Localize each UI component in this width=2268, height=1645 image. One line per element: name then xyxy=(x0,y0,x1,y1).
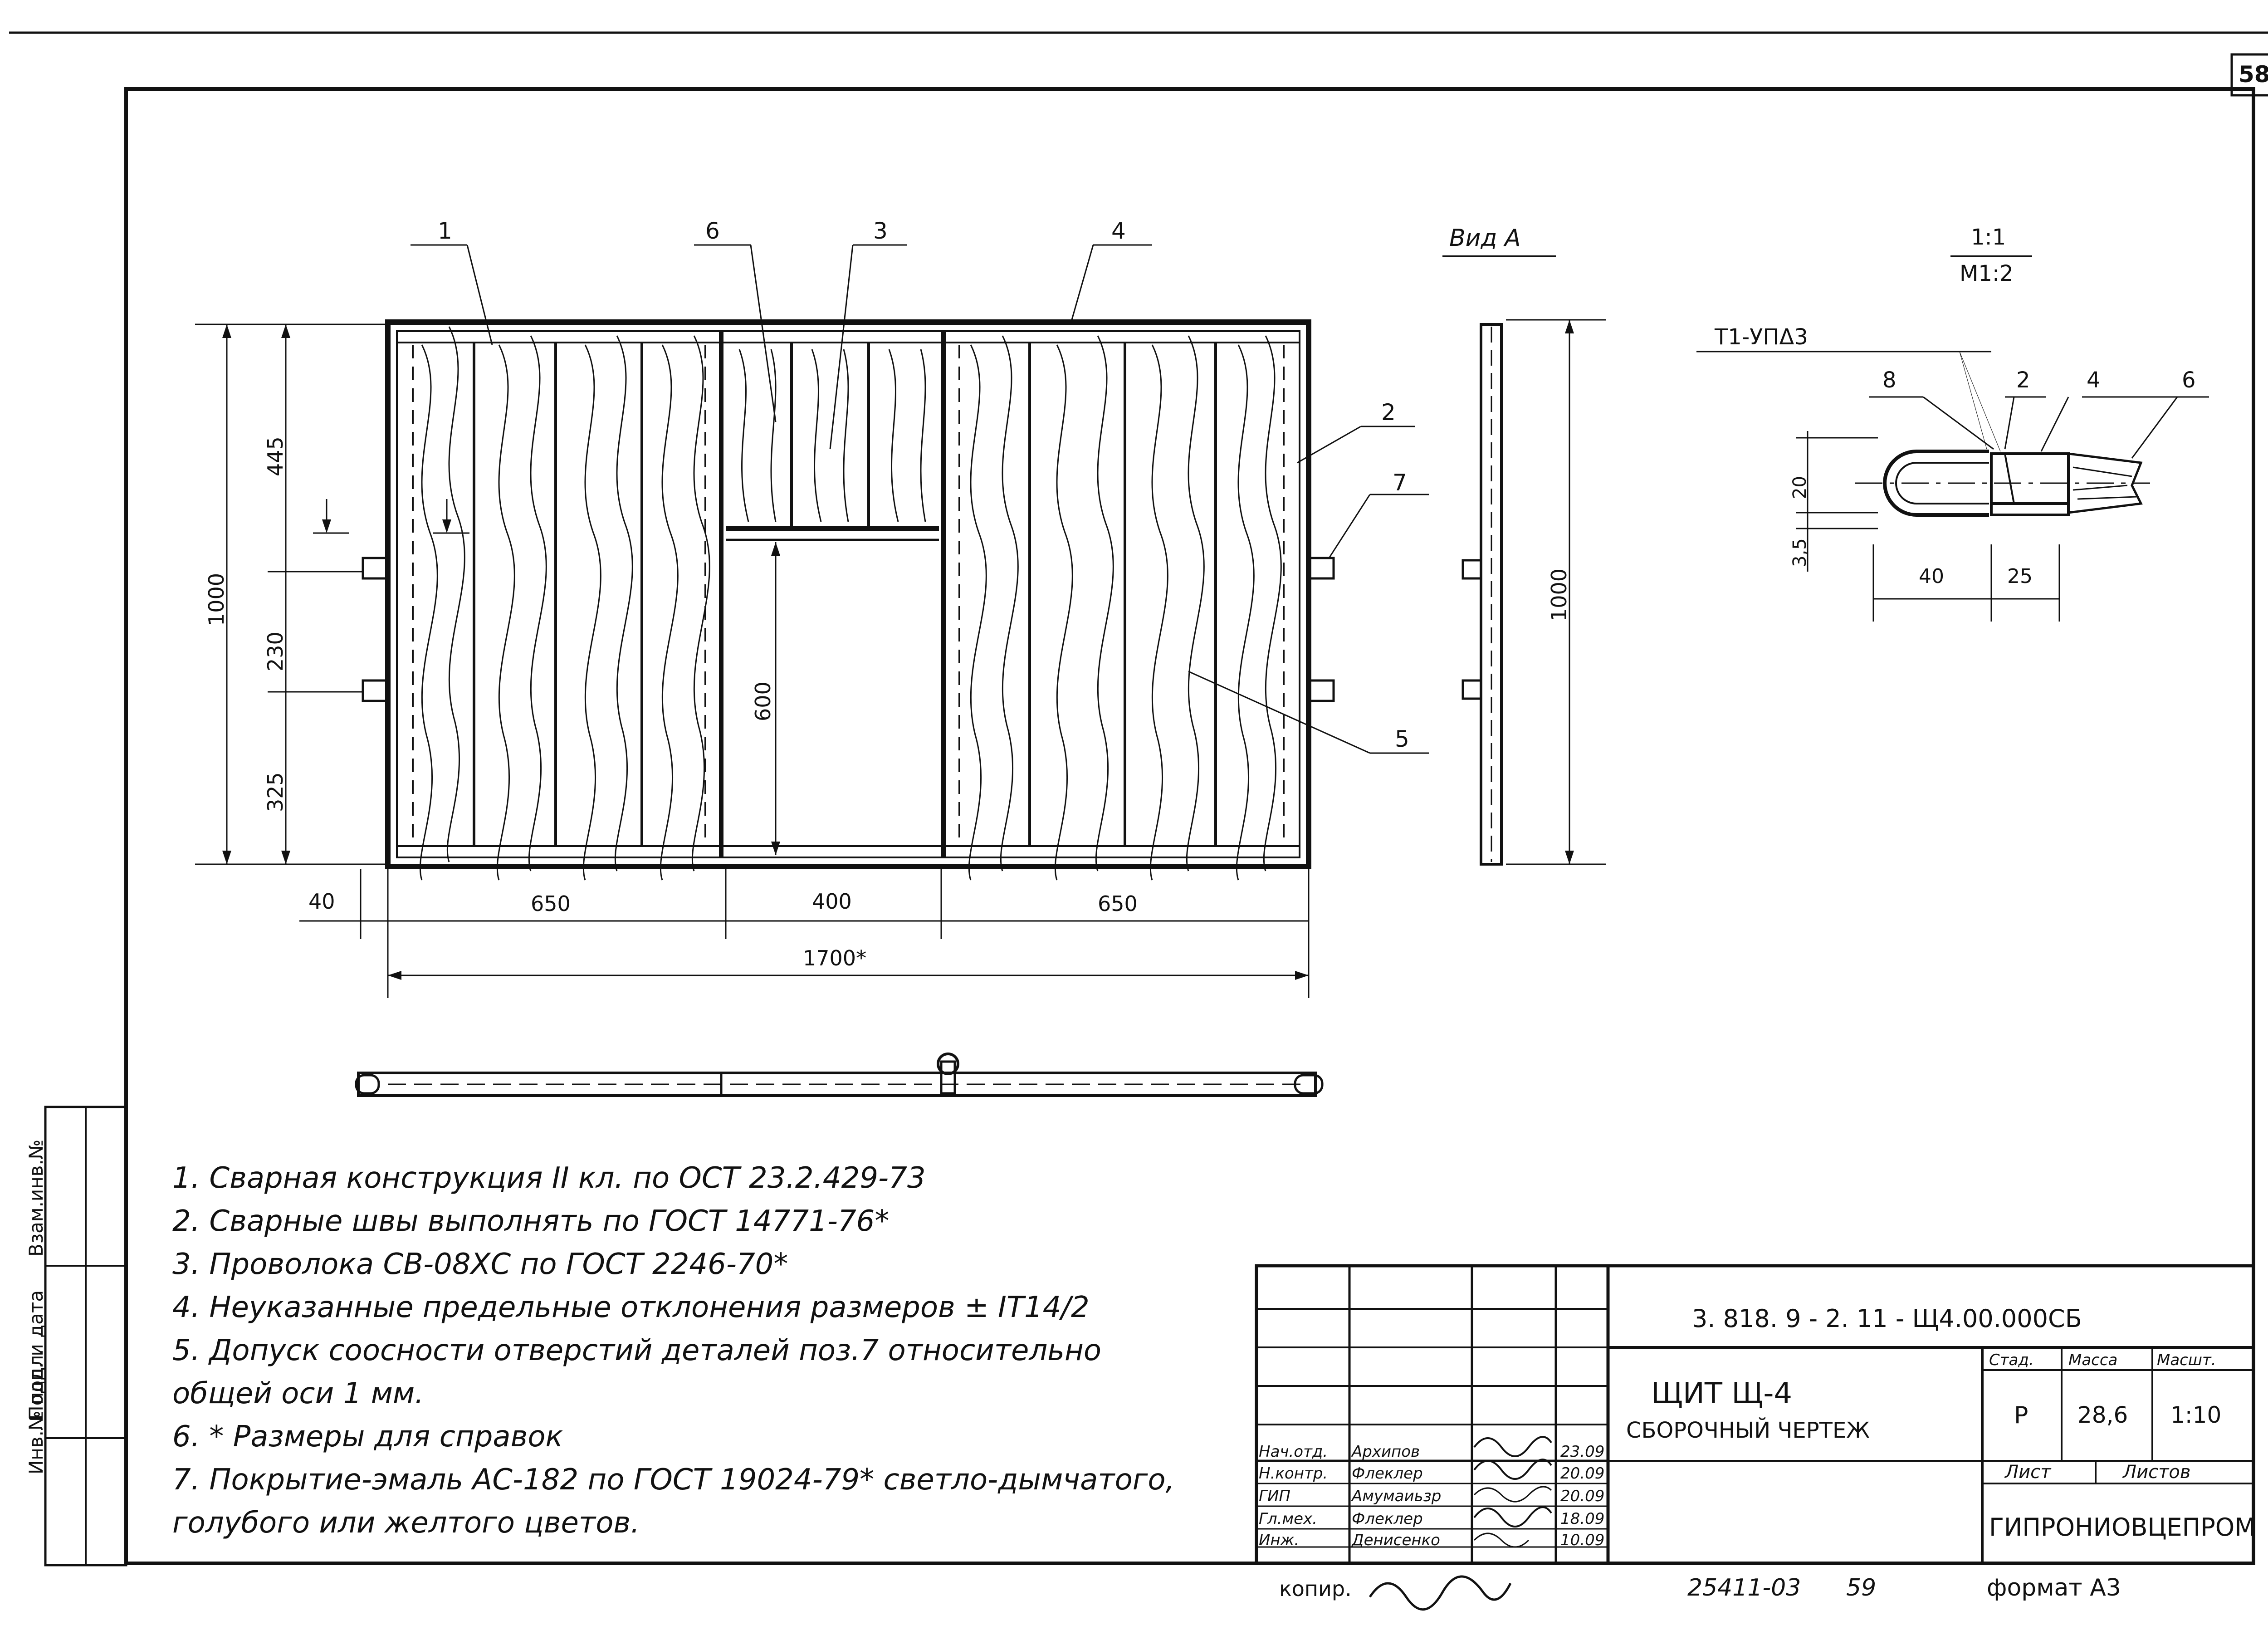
dim-1000-front: 1000 xyxy=(204,573,229,626)
dim-400: 400 xyxy=(812,889,852,914)
pos-label-1: 1 xyxy=(438,218,452,244)
signer-role-3: ГИП xyxy=(1259,1487,1290,1505)
dim-445: 445 xyxy=(263,436,288,476)
panel-front-view xyxy=(362,319,1335,881)
weld-detail xyxy=(1696,255,2209,622)
signer-name-4: Флеклер xyxy=(1352,1510,1423,1528)
dim-650-left: 650 xyxy=(531,891,571,916)
signer-name-2: Флеклер xyxy=(1352,1464,1423,1483)
detail-label-2: 2 xyxy=(2016,367,2030,393)
pos-label-4: 4 xyxy=(1111,218,1126,244)
note-5-cont: общей оси 1 мм. xyxy=(172,1377,424,1410)
title-subname: СБОРОЧНЫЙ ЧЕРТЕЖ xyxy=(1626,1418,1870,1443)
side-stamp-replace: Взам.инв.№ xyxy=(25,1139,47,1257)
signer-date-2: 20.09 xyxy=(1560,1464,1605,1483)
dim-325: 325 xyxy=(263,772,288,812)
dim-600: 600 xyxy=(751,681,775,721)
dim-1000-side: 1000 xyxy=(1547,568,1571,622)
note-4: 4. Неуказанные предельные отклонения раз… xyxy=(172,1291,1090,1324)
signer-date-4: 18.09 xyxy=(1560,1510,1605,1528)
signer-role-2: Н.контр. xyxy=(1259,1464,1328,1483)
note-7-cont: голубого или желтого цветов. xyxy=(172,1506,640,1540)
signer-date-5: 10.09 xyxy=(1560,1531,1605,1549)
signer-date-1: 23.09 xyxy=(1560,1443,1605,1461)
scale-label-1: 1:1 xyxy=(1971,225,2006,250)
detail-label-8: 8 xyxy=(1882,367,1897,393)
header-scale: Масшт. xyxy=(2157,1351,2216,1369)
format-label: формат А3 xyxy=(1987,1574,2121,1601)
page-number: 58 xyxy=(2239,61,2268,88)
signer-role-4: Гл.мех. xyxy=(1259,1510,1317,1528)
signer-role-1: Нач.отд. xyxy=(1259,1443,1328,1461)
scale-value: 1:10 xyxy=(2170,1402,2222,1428)
signer-role-5: Инж. xyxy=(1259,1531,1300,1549)
weld-symbol-label: Т1-УПΔ3 xyxy=(1715,324,1808,350)
dim-230: 230 xyxy=(263,632,288,671)
pos-label-2: 2 xyxy=(1381,399,1396,426)
copy-label: копир. xyxy=(1279,1576,1352,1601)
note-1: 1. Сварная конструкция II кл. по ОСТ 23.… xyxy=(172,1161,926,1195)
signer-name-1: Архипов xyxy=(1352,1443,1420,1461)
note-5: 5. Допуск соосности отверстий деталей по… xyxy=(172,1334,1101,1367)
detail-dim-25: 25 xyxy=(2007,565,2033,588)
sheet-frame xyxy=(124,87,2255,1565)
sheets-label: Листов xyxy=(2123,1462,2191,1483)
stage-value: Р xyxy=(2014,1402,2028,1429)
front-dimensions xyxy=(195,244,1429,998)
view-a-label: Вид А xyxy=(1449,225,1521,252)
detail-label-6: 6 xyxy=(2182,367,2196,393)
detail-label-4: 4 xyxy=(2087,367,2101,393)
pos-label-3: 3 xyxy=(873,218,888,244)
mass-value: 28,6 xyxy=(2077,1402,2128,1428)
note-3: 3. Проволока СВ-08ХС по ГОСТ 2246-70* xyxy=(172,1248,788,1281)
archive-code: 25411-03 xyxy=(1687,1574,1801,1601)
signer-date-3: 20.09 xyxy=(1560,1487,1605,1505)
header-mass: Масса xyxy=(2068,1351,2118,1369)
sheet-label: Лист xyxy=(2005,1462,2051,1483)
signer-name-5: Денисенко xyxy=(1352,1531,1440,1549)
doc-code: 3. 818. 9 - 2. 11 - Щ4.00.000СБ xyxy=(1692,1304,2082,1333)
header-stage: Стад. xyxy=(1989,1351,2034,1369)
scale-label-2: М1:2 xyxy=(1960,261,2014,286)
dim-40: 40 xyxy=(308,889,335,914)
pos-label-7: 7 xyxy=(1393,470,1407,496)
bottom-page: 59 xyxy=(1846,1574,1877,1601)
panel-bottom-view xyxy=(355,1053,1324,1097)
note-6: 6. * Размеры для справок xyxy=(172,1420,563,1454)
title-name: ЩИТ Щ-4 xyxy=(1651,1377,1793,1410)
signer-name-3: Амумаиьзр xyxy=(1352,1487,1442,1505)
pos-label-5: 5 xyxy=(1395,726,1409,752)
detail-dim-40: 40 xyxy=(1919,565,1944,588)
side-stamp-sign: Подп. и дата xyxy=(25,1290,47,1420)
note-7: 7. Покрытие-эмаль АС-182 по ГОСТ 19024-7… xyxy=(172,1463,1175,1497)
detail-dim-20: 20 xyxy=(1789,476,1810,499)
note-2: 2. Сварные швы выполнять по ГОСТ 14771-7… xyxy=(172,1204,890,1238)
dim-1700: 1700* xyxy=(803,946,867,970)
pos-label-6: 6 xyxy=(705,218,720,244)
title-block-grid xyxy=(1255,1264,2255,1611)
organization: ГИПРОНИОВЦЕПРОМ xyxy=(1989,1513,2256,1542)
dim-650-right: 650 xyxy=(1098,891,1138,916)
side-view xyxy=(1442,255,1606,866)
detail-dim-3-5: 3,5 xyxy=(1789,538,1810,567)
